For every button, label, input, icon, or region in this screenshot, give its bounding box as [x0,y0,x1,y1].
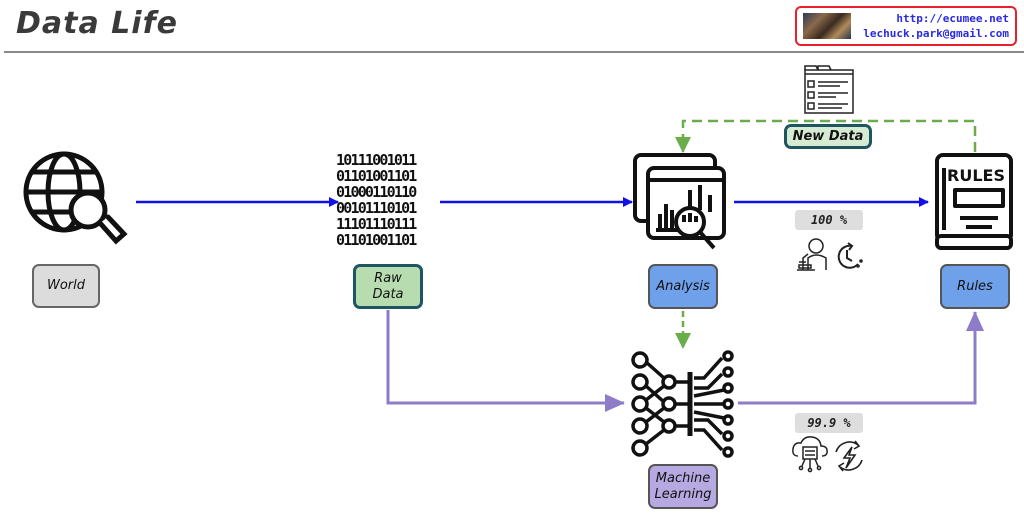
energy-refresh-icon [835,440,863,472]
node-machine-learning[interactable]: Machine Learning [648,464,718,509]
node-new-data[interactable]: New Data [784,124,872,149]
binary-row: 01101001101 [336,231,417,249]
flow-newdata-feedback [675,119,977,153]
title-divider [4,51,1024,53]
ml-label-line2: Learning [654,486,712,502]
raw-data-label-line2: Data [372,286,404,302]
flow-raw-to-ml [386,310,625,412]
contact-card: http://ecumee.net lechuck.park@gmail.com [795,6,1017,46]
node-world[interactable]: World [32,264,100,308]
cloud-server-icon [792,436,828,473]
author-thumbnail [803,13,851,39]
page-title: Data Life [16,6,178,41]
rules-book-icon [935,153,1013,250]
node-analysis[interactable]: Analysis [648,264,718,309]
neural-network-icon [631,350,734,458]
contact-email[interactable]: lechuck.park@gmail.com [863,27,1009,40]
binary-row: 01000110110 [336,183,417,201]
flow-ml-to-rules [738,311,984,405]
binary-row: 10111001011 [336,151,417,169]
analysis-accuracy-badge: 100 % [795,210,863,230]
checklist-document-icon [804,65,854,114]
node-rules[interactable]: Rules [940,264,1010,309]
rules-book-text: RULES [947,166,1005,185]
time-clock-icon [837,242,863,269]
scientist-microscope-icon [797,238,827,271]
binary-row: 00101110101 [336,199,417,217]
ml-label-line1: Machine [655,470,711,486]
node-raw-data[interactable]: Raw Data [353,264,423,309]
binary-row: 01101001101 [336,167,417,185]
analytics-window-icon [633,153,726,250]
contact-url[interactable]: http://ecumee.net [896,12,1009,25]
globe-search-icon [23,151,128,245]
binary-row: 11101110111 [336,215,417,233]
raw-data-label-line1: Raw [374,270,402,286]
ml-accuracy-badge: 99.9 % [795,413,863,433]
